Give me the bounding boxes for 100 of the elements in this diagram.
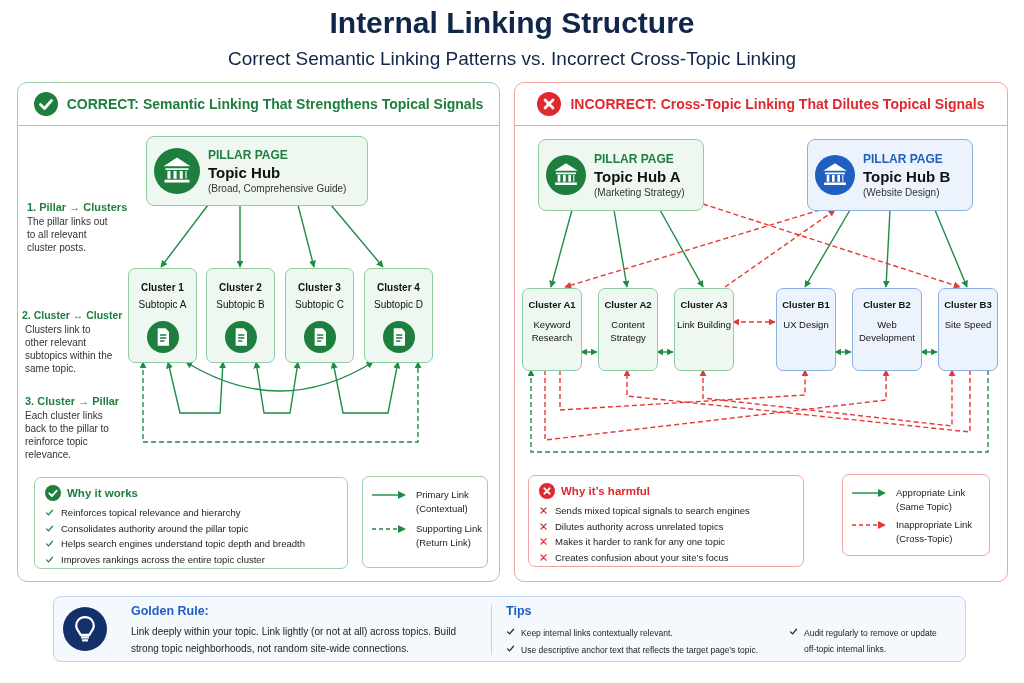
cluster-subtitle: Keyword Research <box>530 319 574 345</box>
cluster-box <box>852 288 922 371</box>
cluster-box <box>206 268 275 363</box>
cluster-title: Cluster 1 <box>140 281 185 294</box>
cluster-subtitle: Subtopic B <box>215 298 266 311</box>
cluster-title: Cluster A1 <box>527 299 577 312</box>
legend-text: Primary Link (Contextual) <box>416 488 470 516</box>
arrow <box>882 209 891 288</box>
arrow <box>656 348 674 356</box>
arrow <box>804 209 851 288</box>
node-kicker: PILLAR PAGE <box>208 148 289 162</box>
arrow <box>934 209 968 288</box>
arrow <box>160 204 209 268</box>
bullet-text: Helps search engines understand topic depth and breadth <box>61 538 305 550</box>
cluster-box <box>128 268 197 363</box>
title: Internal Linking Structure <box>328 6 696 40</box>
arrow <box>330 361 401 414</box>
arrow <box>139 361 422 443</box>
pillar-page-box <box>538 139 704 211</box>
arrow <box>699 369 956 427</box>
legend-text: Supporting Link (Return Link) <box>416 522 484 550</box>
cluster-title: Cluster B1 <box>781 299 831 312</box>
arrow <box>659 209 704 288</box>
arrow <box>236 204 244 268</box>
arrow <box>702 203 961 289</box>
hub-title: Topic Hub A <box>594 168 682 185</box>
cluster-subtitle: UX Design <box>782 319 830 332</box>
arrow <box>834 348 852 356</box>
hub-title: Topic Hub B <box>863 168 951 185</box>
rule-text: Link deeply within your topic. Link lightly (or not at all) across topics. Build strong topic neighborhoods, not random site-wide connections. <box>131 625 458 656</box>
arrow <box>623 369 971 433</box>
card-heading: Why it works <box>67 487 138 499</box>
cluster-title: Cluster 3 <box>297 281 342 294</box>
arrow <box>549 209 573 288</box>
arrow <box>613 209 630 288</box>
cluster-subtitle: Subtopic D <box>373 298 424 311</box>
cluster-box <box>522 288 582 371</box>
cluster-subtitle: Site Speed <box>943 319 993 332</box>
bullet-text: Sends mixed topical signals to search engines <box>555 505 750 517</box>
cluster-box <box>364 268 433 363</box>
cluster-subtitle: Subtopic C <box>294 298 345 311</box>
arrow <box>732 318 776 326</box>
arrow <box>330 204 384 268</box>
tip-text: Use descriptive anchor text that reflects the target page’s topic. <box>521 644 759 657</box>
bullet-text: Consolidates authority around the pillar topic <box>61 522 249 534</box>
cluster-subtitle: Web Development <box>858 319 916 345</box>
node-kicker: PILLAR PAGE <box>594 152 675 166</box>
pillar-page-box <box>807 139 973 211</box>
bullet-text: Reinforces topical relevance and hierarchy <box>61 507 241 519</box>
bullet-text: Improves rankings across the entire topic cluster <box>61 553 265 565</box>
pillar-page-box <box>146 136 368 206</box>
hub-subtitle: (Website Design) <box>863 187 941 198</box>
info-card <box>528 475 804 567</box>
hub-title: Topic Hub <box>208 164 282 181</box>
bullet-text: Dilutes authority across unrelated topics <box>555 520 724 532</box>
step-description: The pillar links out to all relevant cluster posts. <box>27 215 109 254</box>
cluster-title: Cluster B3 <box>943 299 993 312</box>
cluster-title: Cluster B2 <box>862 299 912 312</box>
arrow <box>724 209 836 288</box>
panel <box>17 82 500 582</box>
step-description: Each cluster links back to the pillar to reinforce topic relevance. <box>25 409 109 461</box>
cluster-subtitle: Link Building <box>676 319 732 332</box>
cluster-box <box>674 288 734 371</box>
panel-heading: Golden Rule: <box>131 604 209 618</box>
info-card <box>34 477 348 569</box>
cluster-title: Cluster A3 <box>679 299 729 312</box>
tip-text: Audit regularly to remove or update off-topic internal links. <box>804 627 938 657</box>
node-kicker: PILLAR PAGE <box>863 152 944 166</box>
step-heading: 1. Pillar → Clusters <box>27 201 129 213</box>
arrow <box>185 361 374 392</box>
arrow <box>559 369 809 411</box>
cluster-title: Cluster 4 <box>376 281 421 294</box>
arrow <box>920 348 938 356</box>
arrow <box>253 361 301 414</box>
legend-text: Inappropriate Link (Cross-Topic) <box>896 518 974 546</box>
hub-subtitle: (Broad, Comprehensive Guide) <box>208 183 347 194</box>
tip-panel <box>53 596 966 662</box>
legend-text: Appropriate Link (Same Topic) <box>896 486 967 514</box>
cluster-subtitle: Subtopic A <box>137 298 188 311</box>
cluster-box <box>776 288 836 371</box>
cluster-box <box>598 288 658 371</box>
cluster-box <box>285 268 354 363</box>
panel-title: INCORRECT: Cross-Topic Linking That Dilutes Topical Signals <box>570 96 985 112</box>
bullet-text: Creates confusion about your site’s focus <box>555 551 729 563</box>
bullet-text: Makes it harder to rank for any one topic <box>555 536 726 548</box>
panel <box>514 82 1008 582</box>
arrow <box>166 361 227 414</box>
cluster-title: Cluster A2 <box>603 299 653 312</box>
arrow <box>527 369 989 453</box>
cluster-box <box>938 288 998 371</box>
panel-title: CORRECT: Semantic Linking That Strengthens Topical Signals <box>66 96 484 112</box>
arrow <box>580 348 598 356</box>
subtitle: Correct Semantic Linking Patterns vs. Incorrect Cross-Topic Linking <box>226 48 798 70</box>
cluster-title: Cluster 2 <box>218 281 263 294</box>
step-heading: 3. Cluster → Pillar <box>25 395 121 407</box>
tip-text: Keep internal links contextually relevant. <box>521 627 673 640</box>
arrow <box>544 369 890 441</box>
arrow <box>297 204 316 268</box>
hub-subtitle: (Marketing Strategy) <box>594 187 685 198</box>
cluster-subtitle: Content Strategy <box>609 319 647 345</box>
